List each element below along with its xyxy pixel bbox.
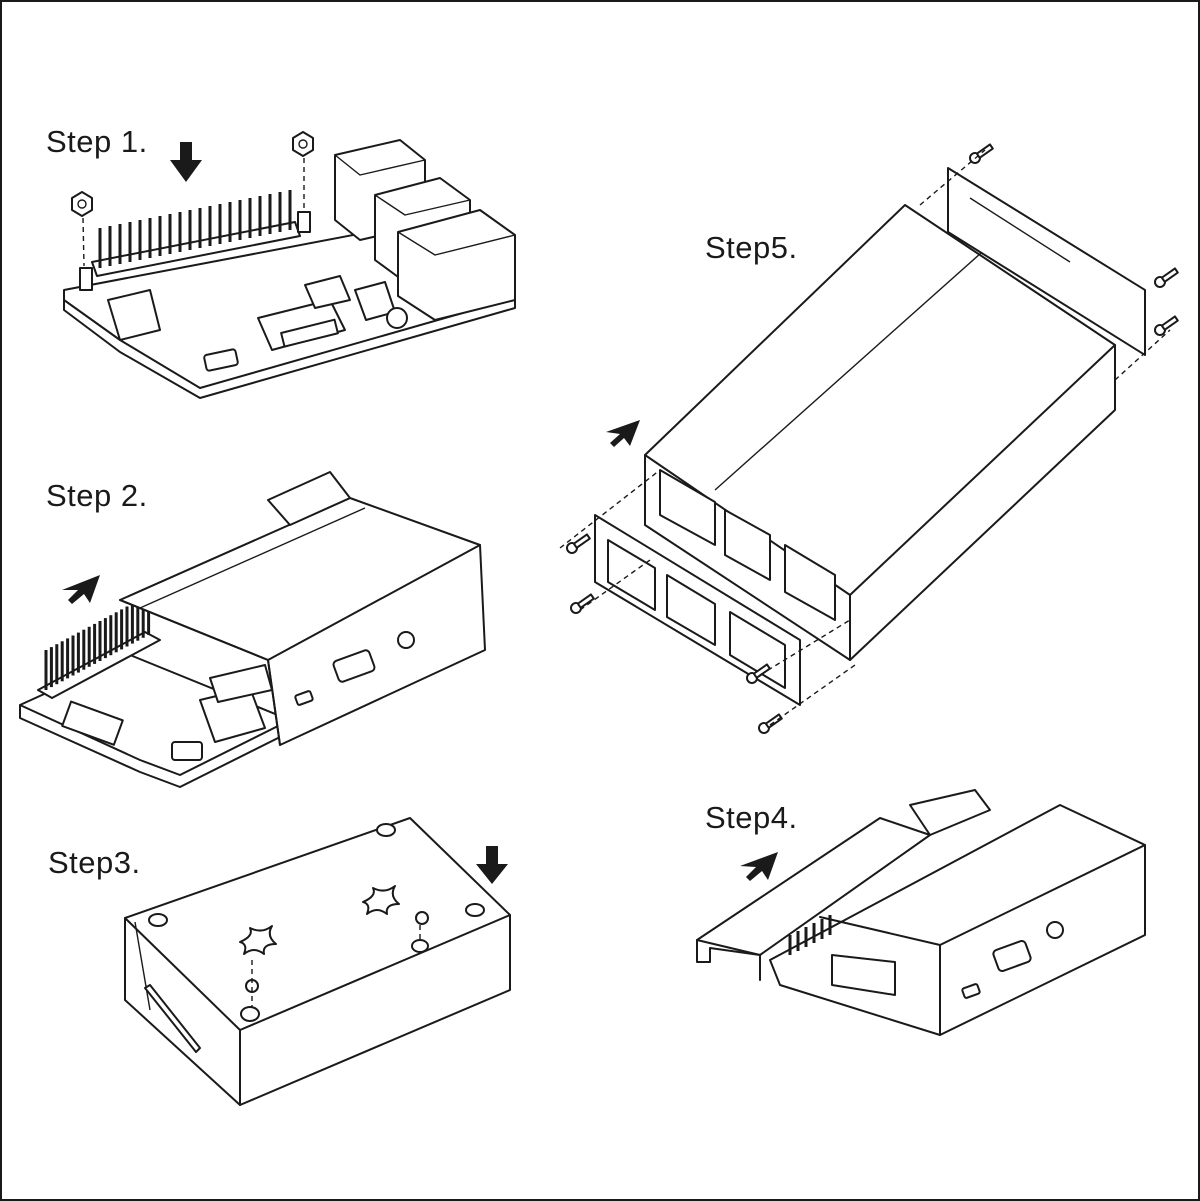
- step1-board-illustration: [63, 131, 516, 399]
- step2-label: Step 2.: [46, 478, 148, 513]
- step5-label: Step5.: [705, 230, 798, 265]
- screw-icon: [1154, 315, 1179, 336]
- screw-icon: [566, 533, 591, 554]
- step1-label: Step 1.: [46, 124, 148, 159]
- screw-icon: [1154, 267, 1179, 288]
- step5-case-illustration: [559, 143, 1179, 734]
- arrow-icon: [476, 846, 508, 884]
- step4-case-illustration: [696, 789, 1146, 1036]
- step2-case-illustration: [19, 471, 486, 788]
- screw-icon: [758, 713, 783, 734]
- step3-label: Step3.: [48, 845, 141, 880]
- step4-label: Step4.: [705, 800, 798, 835]
- arrow-icon: [170, 142, 202, 182]
- arrow-icon: [740, 852, 778, 881]
- arrow-icon: [606, 420, 640, 447]
- step3-case-illustration: [124, 817, 511, 1106]
- arrow-icon: [62, 575, 100, 604]
- screw-icon: [570, 593, 595, 614]
